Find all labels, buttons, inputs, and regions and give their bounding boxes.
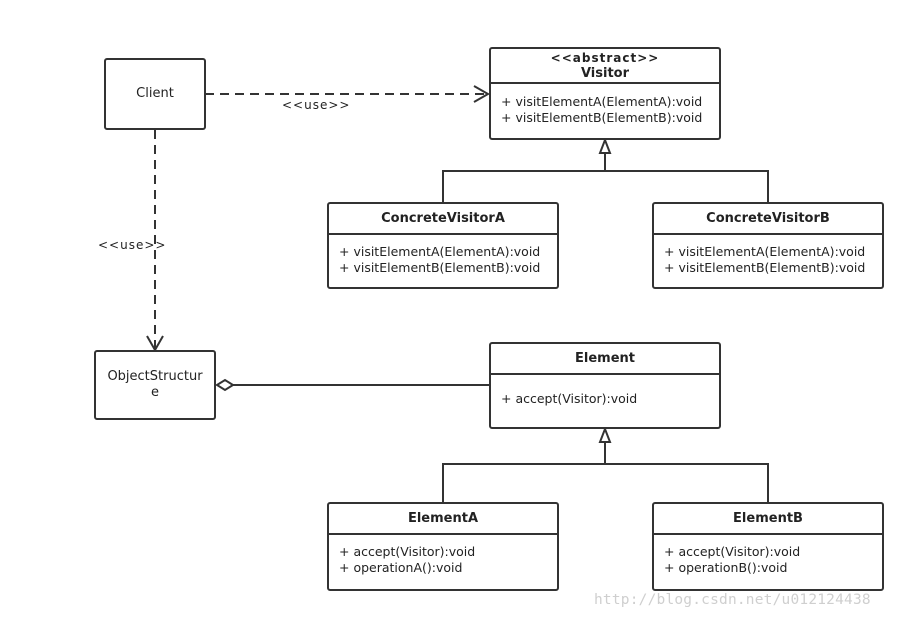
concrete-visitor-a-methods: + visitElementA(ElementA):void + visitEl… [329,235,557,276]
element-b-class[interactable]: ElementB + accept(Visitor):void + operat… [652,502,884,591]
element-b-methods: + accept(Visitor):void + operationB():vo… [654,535,882,576]
method: + visitElementA(ElementA):void [501,94,703,109]
method: + visitElementA(ElementA):void [339,244,541,259]
method: + operationB():void [664,560,788,575]
concrete-visitor-b-class[interactable]: ConcreteVisitorB + visitElementA(Element… [652,202,884,289]
visitor-class[interactable]: <<abstract>> Visitor + visitElementA(Ele… [489,47,721,140]
element-a-class[interactable]: ElementA + accept(Visitor):void + operat… [327,502,559,591]
concrete-visitor-b-methods: + visitElementA(ElementA):void + visitEl… [654,235,882,276]
element-a-name: ElementA [407,511,479,526]
watermark: http://blog.csdn.net/u012124438 [594,592,871,608]
concrete-visitor-a-class[interactable]: ConcreteVisitorA + visitElementA(Element… [327,202,559,289]
method: + operationA():void [339,560,463,575]
visitor-stereotype: <<abstract>> [550,50,660,65]
element-generalization-triangle [598,426,612,443]
use-label-client-visitor: <<use>> [282,98,351,112]
element-a-header: ElementA [329,504,557,535]
method: + visitElementB(ElementB):void [339,260,541,275]
objectstructure-label: ObjectStructur [107,369,203,384]
element-class[interactable]: Element + accept(Visitor):void [489,342,721,429]
element-class-header: Element [491,344,719,375]
element-class-name: Element [575,351,635,366]
method: + visitElementA(ElementA):void [664,244,866,259]
concrete-visitor-b-header: ConcreteVisitorB [654,204,882,235]
objectstructure-box[interactable]: ObjectStructur e [94,350,216,420]
element-class-methods: + accept(Visitor):void [491,375,719,407]
aggregation-diamond [215,378,235,392]
client-label: Client [136,86,174,101]
method: + accept(Visitor):void [339,544,476,559]
concrete-visitor-a-name: ConcreteVisitorA [381,211,505,226]
concrete-visitor-a-header: ConcreteVisitorA [329,204,557,235]
client-box[interactable]: Client [104,58,206,130]
method: + accept(Visitor):void [501,391,638,406]
element-a-methods: + accept(Visitor):void + operationA():vo… [329,535,557,576]
objectstructure-label-wrap: e [151,385,159,400]
use-label-client-objectstructure: <<use>> [98,238,167,252]
method: + visitElementB(ElementB):void [664,260,866,275]
method: + accept(Visitor):void [664,544,801,559]
element-generalization-branch [442,463,769,503]
visitor-generalization-branch [442,170,769,203]
element-b-header: ElementB [654,504,882,535]
concrete-visitor-b-name: ConcreteVisitorB [706,211,830,226]
visitor-generalization-triangle [598,137,612,154]
element-b-name: ElementB [733,511,803,526]
method: + visitElementB(ElementB):void [501,110,703,125]
visitor-class-header: <<abstract>> Visitor [491,49,719,84]
visitor-class-methods: + visitElementA(ElementA):void + visitEl… [491,84,719,126]
dependency-arrowhead-visitor [473,85,491,103]
visitor-class-name: Visitor [580,65,630,81]
